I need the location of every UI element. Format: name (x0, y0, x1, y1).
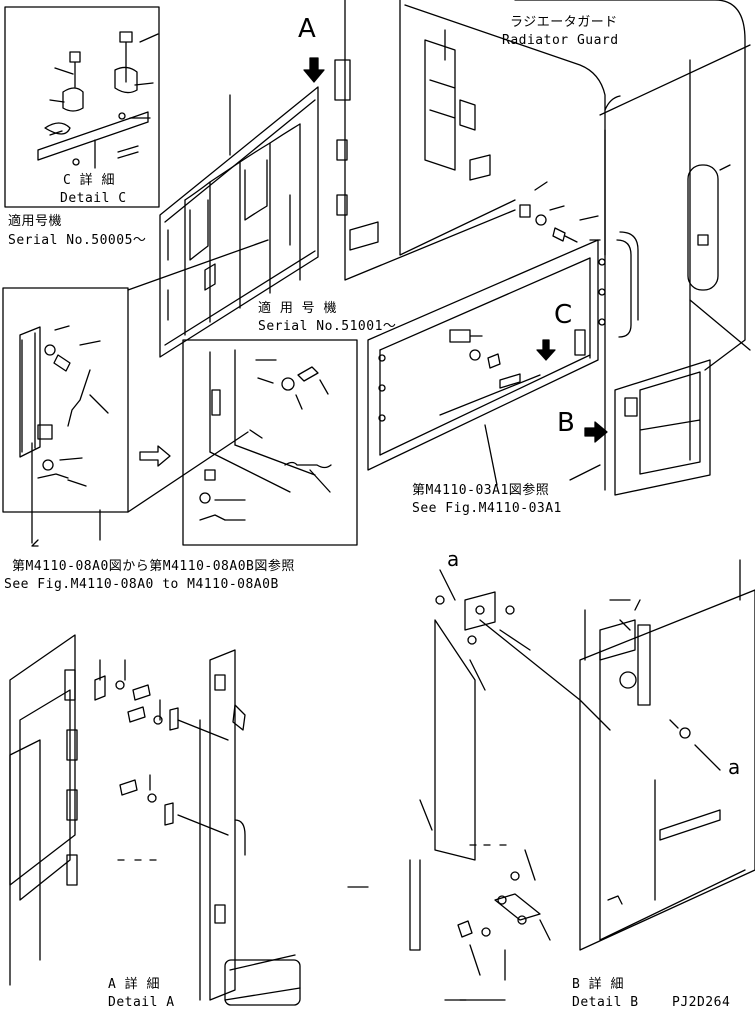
radiator-guard-label-en: Radiator Guard (502, 33, 619, 48)
radiator-guard-label-jp: ラジエータガード (510, 15, 618, 30)
arrow-a (303, 57, 325, 83)
ref-08a0-label-jp: 第M4110-08A0図から第M4110-08A0B図参照 (12, 559, 295, 574)
ref-03a1-label-jp: 第M4110-03A1図参照 (412, 483, 550, 498)
detail-a-label-jp: A 詳 細 (108, 977, 160, 992)
serial-2-label-en: Serial No.51001～ (258, 319, 397, 334)
serial-box-2 (182, 339, 358, 546)
arrow-b (584, 421, 608, 443)
drawing-code: PJ2D264 (672, 995, 731, 1010)
dash-marks (117, 844, 507, 1001)
detail-c-box (4, 6, 160, 208)
lower-panel-frame (367, 239, 606, 486)
serial-1-label-jp: 適用号機 (8, 214, 63, 229)
serial-1-label-en: Serial No.50005～ (8, 233, 147, 248)
arrow-c (536, 339, 556, 361)
louver-door (159, 86, 319, 358)
detail-b (347, 559, 755, 1001)
detail-a-label-en: Detail A (108, 995, 175, 1010)
callout-a-small-top: a (447, 547, 460, 571)
leader-lines (31, 239, 601, 547)
detail-b-label-jp: B 詳 細 (572, 977, 624, 992)
callout-a: A (298, 14, 317, 44)
serial-box-1 (2, 287, 129, 513)
ref-08a0-label-en: See Fig.M4110-08A0 to M4110-08A0B (4, 577, 279, 592)
callout-a-small-right: a (728, 755, 741, 779)
serial-2-label-jp: 適 用 号 機 (258, 301, 337, 316)
detail-c-label-en: Detail C (60, 191, 127, 206)
callout-b: B (557, 408, 576, 438)
radiator-bolts (519, 181, 601, 243)
outline-arrow (139, 445, 171, 467)
detail-c-label-jp: C 詳 細 (63, 173, 115, 188)
detail-b-label-en: Detail B (572, 995, 639, 1010)
detail-a (9, 634, 301, 1006)
panel-b (614, 359, 711, 496)
ref-03a1-label-en: See Fig.M4110-03A1 (412, 501, 562, 516)
callout-c: C (554, 300, 573, 330)
radiator-guard-housing (334, 0, 751, 491)
